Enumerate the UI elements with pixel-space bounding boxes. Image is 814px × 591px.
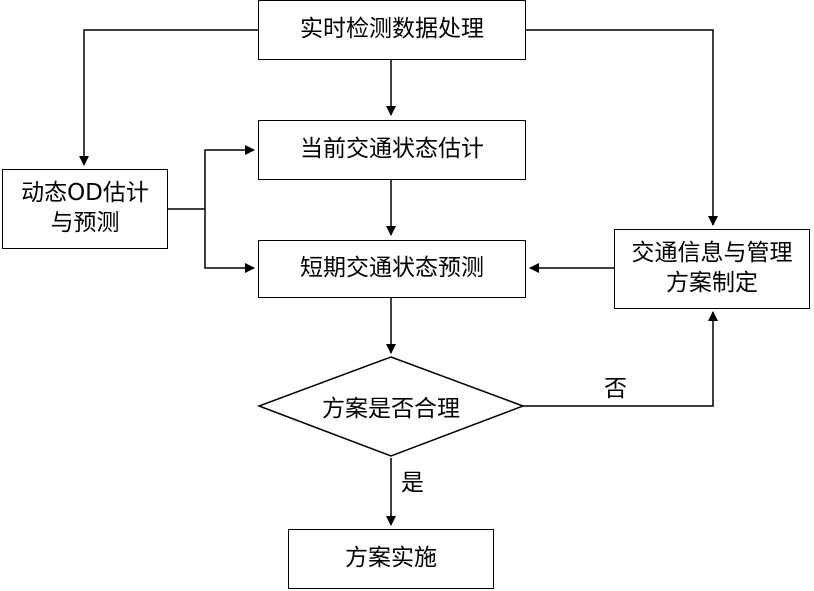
arrow-decision-no-to-info [523, 311, 718, 407]
node-dynamic-od-estimation: 动态OD估计 与预测 [2, 169, 168, 249]
decision-label: 方案是否合理 [322, 396, 460, 422]
arrow-realtime-to-info [526, 29, 718, 226]
node-current-traffic-state-estimation: 当前交通状态估计 [258, 120, 526, 180]
arrow-od-to-prediction [204, 209, 255, 273]
node-info-management-plan: 交通信息与管理 方案制定 [614, 229, 810, 309]
edge-label-yes: 是 [401, 470, 424, 496]
decision-diamond [256, 356, 526, 457]
edge-label-no: 否 [604, 376, 627, 402]
node-short-term-traffic-prediction: 短期交通状态预测 [258, 240, 526, 298]
arrow-od-to-current [204, 145, 255, 209]
node-plan-implementation: 方案实施 [288, 529, 494, 589]
node-realtime-data-processing: 实时检测数据处理 [258, 0, 526, 60]
arrow-realtime-to-od [79, 29, 258, 166]
